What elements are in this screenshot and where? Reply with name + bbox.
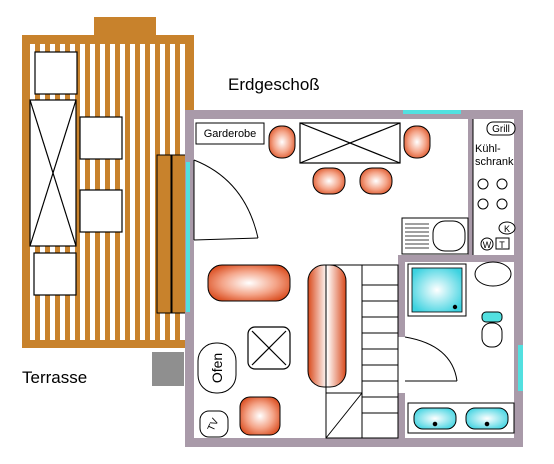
stove-label: Ofen (209, 353, 225, 383)
entrance-door[interactable] (193, 159, 259, 241)
cooktop (477, 178, 508, 210)
grill-label-box (486, 121, 516, 136)
k-mark (498, 221, 516, 235)
washbasin (474, 261, 512, 287)
t-mark (495, 237, 510, 250)
tv-label: TV (206, 417, 222, 434)
double-washbasin (407, 402, 515, 434)
wardrobe-box (195, 122, 265, 145)
kitchen-sink (401, 217, 469, 255)
t-mark-label: T (499, 240, 505, 250)
coffee-table (247, 326, 291, 370)
grill-label: Grill (492, 124, 510, 135)
toilet (481, 311, 503, 348)
fridge-label-line2: schrank (475, 156, 514, 168)
floor-title: Erdgeschoß (228, 75, 320, 94)
windows (186, 110, 523, 391)
stove (197, 342, 237, 394)
terrace-label: Terrasse (22, 368, 87, 387)
bathroom-door[interactable] (404, 336, 458, 382)
sofa (307, 264, 347, 388)
fridge-label-line1: Kühl- (475, 143, 501, 155)
shower (407, 263, 467, 317)
armchair (207, 264, 291, 302)
dining-chairs (268, 125, 431, 195)
wardrobe-label: Garderobe (204, 128, 257, 140)
w-mark (480, 237, 494, 251)
terrace-furniture (29, 51, 123, 296)
staircase (325, 264, 399, 439)
pouf (239, 396, 281, 436)
terrace-step (152, 352, 184, 386)
w-mark-label: W (483, 240, 492, 250)
tv (199, 410, 229, 438)
dining-table (299, 122, 401, 164)
k-mark-label: K (504, 224, 510, 234)
